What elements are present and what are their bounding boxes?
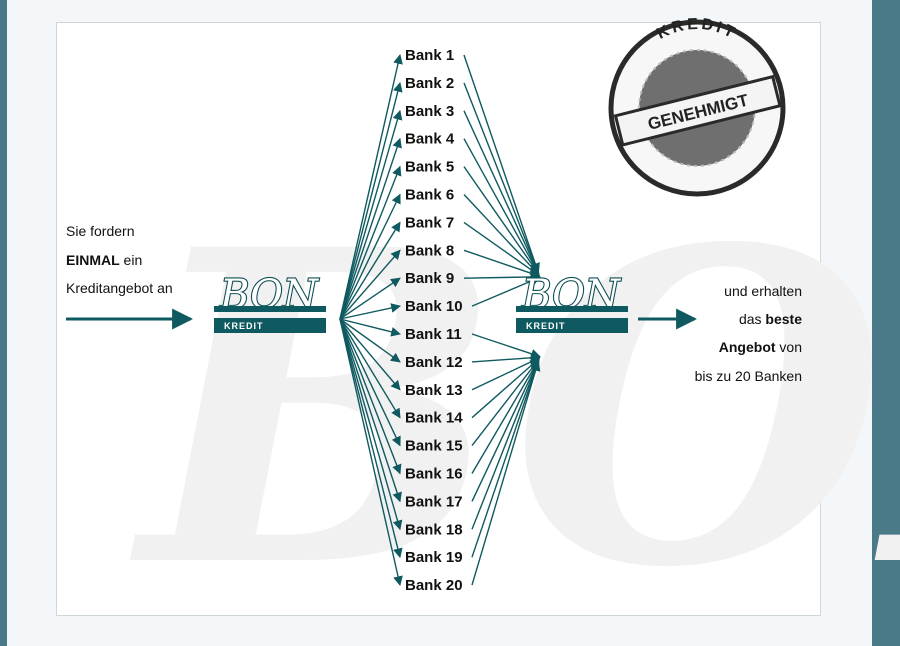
arrow-from-bank-1 — [463, 54, 540, 273]
arrow-from-bank-20 — [471, 361, 541, 586]
arrow-from-bank-13 — [471, 357, 541, 391]
approved-stamp: KREDIT GENEHMIGT — [608, 16, 786, 197]
logo-left-sub: KREDIT — [224, 321, 264, 331]
arrow-to-bank-8 — [339, 249, 401, 320]
arrow-from-bank-18 — [471, 359, 540, 530]
bank-label-8: Bank 8 — [405, 242, 454, 259]
arrow-to-bank-17 — [339, 318, 402, 503]
arrow-from-bank-3 — [463, 110, 540, 275]
arrow-to-bank-1 — [339, 54, 403, 320]
arrow-from-bank-11 — [471, 333, 541, 359]
bank-label-7: Bank 7 — [405, 214, 454, 231]
arrow-from-bank-17 — [471, 359, 540, 502]
arrow-from-bank-15 — [471, 358, 540, 447]
arrow-from-bank-10 — [471, 276, 541, 307]
bank-label-6: Bank 6 — [405, 187, 454, 204]
watermark-text: BON — [127, 157, 900, 646]
arrow-to-bank-2 — [339, 81, 403, 320]
arrow-to-bank-7 — [339, 221, 401, 320]
arrow-from-bank-6 — [463, 194, 540, 276]
arrow-from-bank-7 — [463, 221, 541, 277]
bank-label-10: Bank 10 — [405, 298, 463, 315]
bank-label-9: Bank 9 — [405, 270, 454, 287]
bank-label-13: Bank 13 — [405, 382, 463, 399]
fan-out-arrows — [339, 54, 403, 587]
bank-label-2: Bank 2 — [405, 75, 454, 92]
left-frame-border — [0, 0, 7, 646]
bank-list: Bank 1 Bank 2 Bank 3 Bank 4 Bank 5 Bank 6 Bank… — [405, 47, 463, 594]
right-description: und erhalten das beste Angebot von bis z… — [695, 283, 803, 384]
bank-label-16: Bank 16 — [405, 466, 463, 483]
bank-label-5: Bank 5 — [405, 159, 454, 176]
bank-label-3: Bank 3 — [405, 103, 454, 120]
bon-kredit-logo-left: BON KREDIT — [214, 271, 326, 333]
arrow-to-bank-5 — [339, 165, 402, 320]
bank-label-11: Bank 11 — [405, 326, 462, 343]
right-frame-border — [872, 0, 900, 646]
bank-label-14: Bank 14 — [405, 410, 463, 427]
arrow-from-bank-8 — [463, 249, 541, 278]
right-text-line4: bis zu 20 Banken — [695, 368, 802, 384]
bank-label-12: Bank 12 — [405, 354, 463, 371]
bank-label-20: Bank 20 — [405, 577, 463, 594]
bank-label-1: Bank 1 — [405, 47, 454, 64]
arrow-to-bank-15 — [339, 318, 401, 447]
arrow-to-bank-19 — [339, 318, 403, 559]
right-text-line3: Angebot von — [719, 339, 802, 355]
bank-label-18: Bank 18 — [405, 521, 463, 538]
left-text-line3: Kreditangebot an — [66, 280, 173, 296]
arrow-from-bank-14 — [471, 357, 541, 419]
arrow-to-bank-18 — [339, 318, 403, 531]
arrow-from-bank-19 — [471, 360, 541, 558]
arrow-to-bank-14 — [339, 318, 401, 419]
bon-kredit-logo-right: BON KREDIT — [516, 271, 628, 333]
bank-label-4: Bank 4 — [405, 131, 455, 148]
arrow-to-bank-13 — [339, 318, 401, 391]
arrow-from-bank-4 — [463, 138, 540, 275]
left-text-line1: Sie fordern — [66, 223, 134, 239]
bank-label-17: Bank 17 — [405, 493, 463, 510]
arrow-to-bank-4 — [339, 137, 402, 320]
left-description: Sie fordern EINMAL ein Kreditangebot an — [66, 223, 173, 296]
arrow-to-bank-16 — [339, 318, 402, 475]
right-text-line2: das beste — [739, 311, 802, 327]
arrow-to-bank-10 — [339, 303, 401, 320]
arrow-to-bank-9 — [339, 277, 401, 320]
arrow-to-bank-20 — [339, 318, 403, 587]
arrow-to-bank-6 — [339, 193, 401, 320]
arrow-to-bank-12 — [339, 318, 401, 363]
arrow-from-bank-2 — [463, 82, 540, 274]
arrow-from-bank-5 — [463, 166, 540, 276]
arrow-to-bank-3 — [339, 109, 403, 320]
arrow-to-bank-11 — [339, 318, 401, 337]
bank-label-15: Bank 15 — [405, 438, 463, 455]
logo-right-sub: KREDIT — [526, 321, 566, 331]
arrow-from-bank-9 — [463, 272, 541, 282]
bank-label-19: Bank 19 — [405, 549, 463, 566]
right-text-line1: und erhalten — [724, 283, 802, 299]
arrow-from-bank-12 — [471, 352, 541, 363]
arrow-from-bank-16 — [471, 358, 540, 474]
fan-in-arrows — [463, 54, 541, 586]
left-text-line2: EINMAL ein — [66, 252, 142, 268]
